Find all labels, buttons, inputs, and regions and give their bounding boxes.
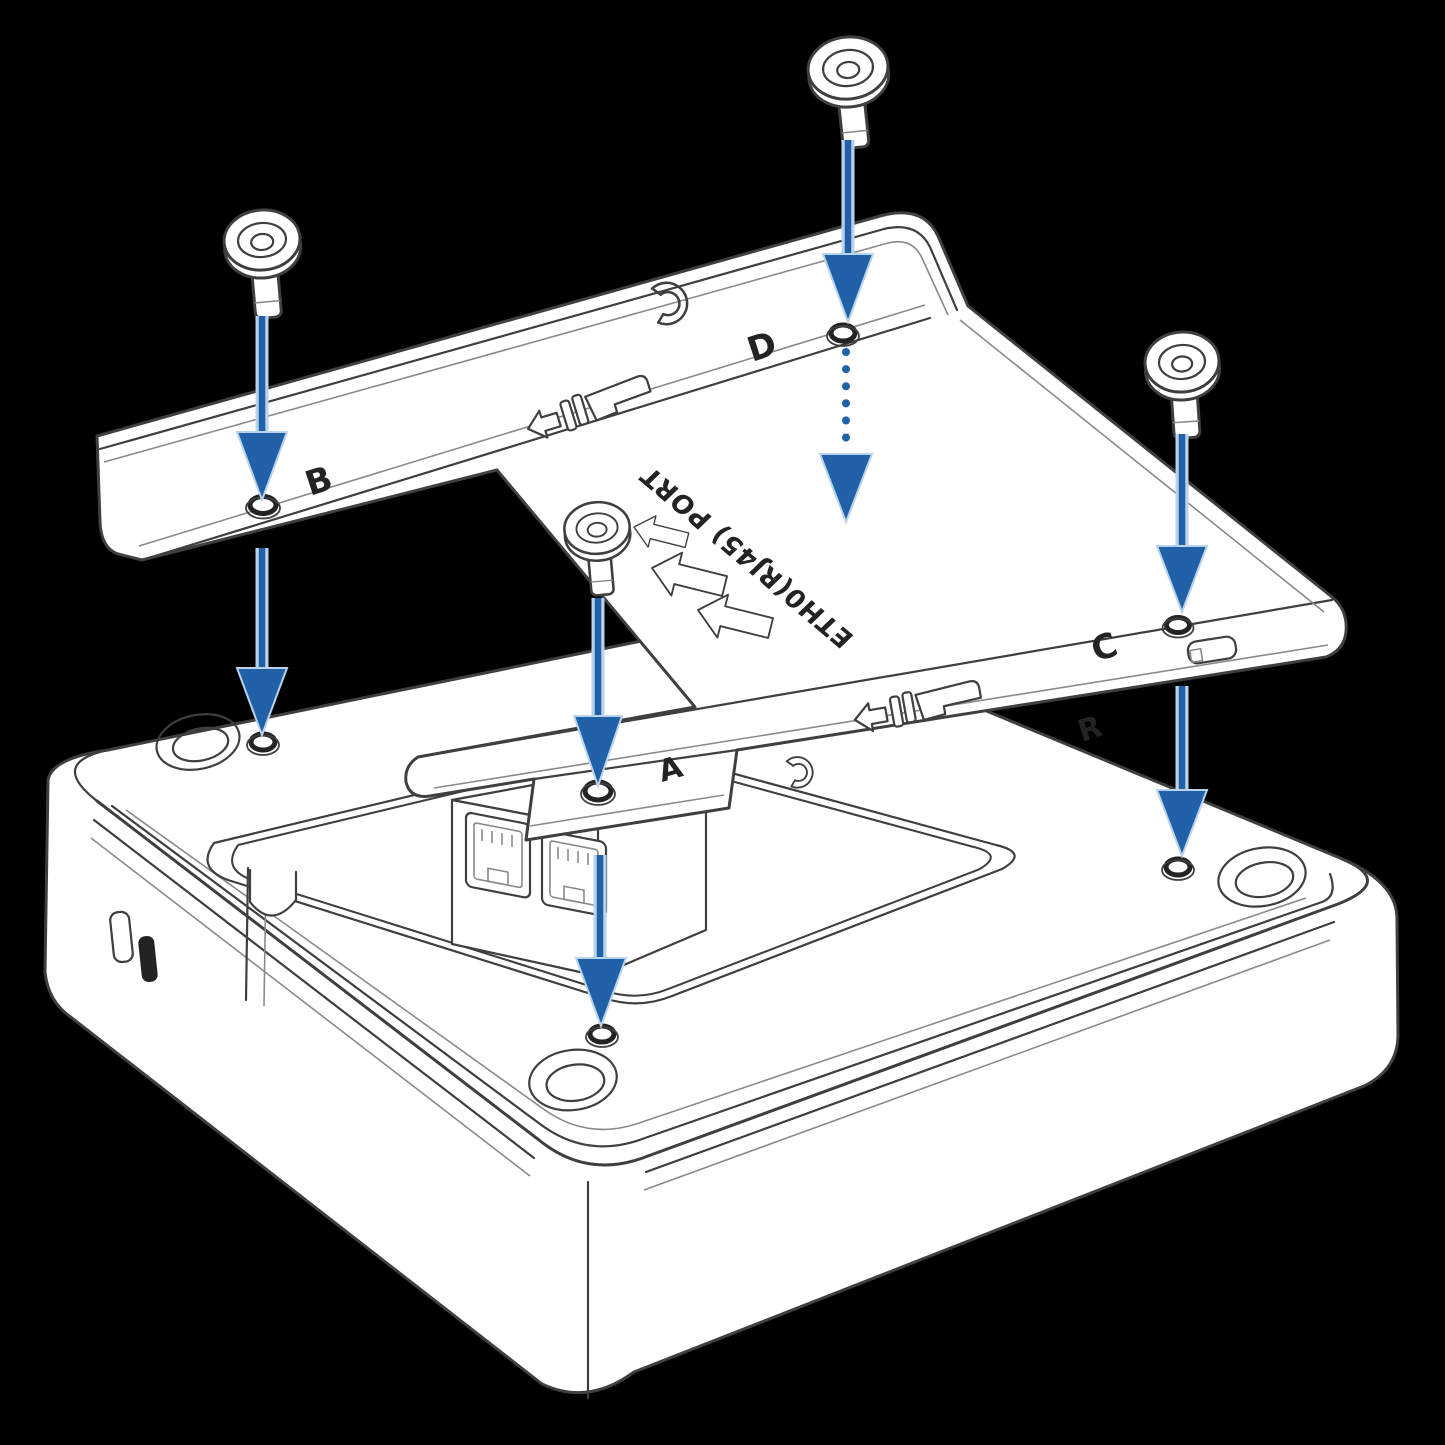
emboss-arrow-1 [633,515,690,549]
device-rim-inner-2 [125,809,1307,1131]
arrow-center-to-device [574,855,628,1029]
lower-rail-front-across-tongue [532,748,739,781]
device-side-line-se1 [644,920,1336,1174]
bracket-hole-d [826,322,860,347]
arrow-right-to-bracket [1155,434,1209,615]
arrow-center-to-bracket [572,598,624,790]
device-rim-inner-1 [110,804,1334,1148]
arrow-top-dotted-through [818,348,874,525]
corner-oval-bottom [528,1048,618,1112]
middle-plate-right-inner [959,319,1325,613]
device-side-line-se2 [643,939,1331,1191]
retaining-clip-lower [785,756,814,789]
retaining-clip-upper [650,281,689,326]
screw-top [806,35,891,150]
screw-center [563,500,632,597]
top-rail-bottom-edge [140,316,932,562]
rail-tip-slot [1186,635,1238,665]
install-arrows [235,140,1209,1029]
device-top-face-edge [95,799,1369,1167]
arrow-right-to-device [1155,686,1209,859]
side-slot-outline [109,910,134,964]
arrow-left-to-device [235,548,289,738]
device-side-line-sw1 [92,818,536,1160]
mounting-bracket: ETH0(RJ45) PORT B D C A [95,211,1348,842]
arrow-top-to-bracket [821,140,875,325]
device-screw-hole-c [1161,856,1195,881]
rj45-port-1 [464,811,532,899]
tongue-inner-lip [529,794,725,827]
keyhole-slot-upper [526,374,652,439]
device-side-line-sw2 [90,837,531,1177]
top-rail-right-flange [882,226,959,312]
top-rail-right-flange-2 [887,240,949,316]
bracket-hole-b [245,494,281,520]
cavity-divider-edge-1 [244,866,250,1002]
bracket-outline [95,211,1348,842]
cavity-cable-notch [248,868,298,917]
side-slot-filled [138,935,158,983]
keyhole-slot-lower [853,680,983,732]
top-rail-flange-1 [98,227,886,451]
emboss-arrow-3 [697,593,774,639]
device-top-west-corner [74,748,110,803]
arrow-left-to-bracket [235,316,289,503]
corner-oval-left [155,713,241,771]
device-screw-hole-a [585,1023,619,1048]
bracket-hole-c [1161,615,1195,639]
position-letter-r: R [1074,709,1107,749]
top-rail-flange-2 [103,242,889,463]
corner-oval-right [1217,846,1307,908]
emboss-arrow-2 [651,551,728,597]
device-screw-hole-b [246,731,280,756]
screw-left [222,208,303,320]
screw-right [1143,330,1222,440]
